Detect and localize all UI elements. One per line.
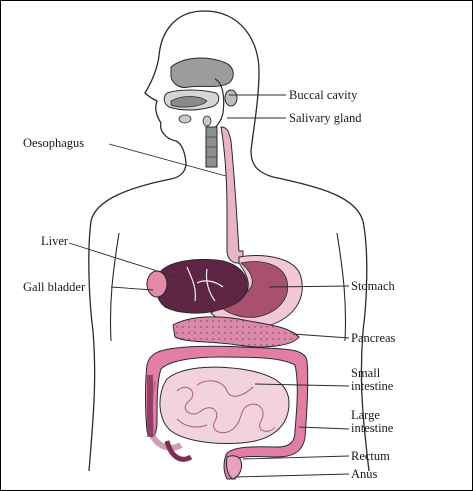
leader-gall-bladder [111, 287, 153, 290]
oesophagus-shape [221, 127, 243, 263]
label-rectum: Rectum [351, 450, 390, 463]
nasal-cavity [171, 58, 233, 87]
label-small-intestine: Small intestine [351, 367, 393, 393]
leader-pancreas [293, 334, 349, 338]
small-intestine-shape [160, 367, 289, 443]
leader-anus [235, 474, 349, 477]
label-stomach: Stomach [351, 280, 395, 293]
leader-liver [69, 243, 173, 276]
label-buccal-cavity: Buccal cavity [289, 89, 357, 102]
label-pancreas: Pancreas [351, 332, 395, 345]
label-gall-bladder: Gall bladder [23, 281, 85, 294]
leader-large-intestine [299, 427, 349, 429]
gall-bladder-shape [147, 271, 167, 297]
label-anus: Anus [351, 468, 377, 481]
label-salivary-gland: Salivary gland [289, 112, 362, 125]
label-large-intestine: Large intestine [351, 409, 393, 435]
label-oesophagus: Oesophagus [23, 137, 84, 150]
salivary-gland-shape [225, 90, 237, 106]
label-liver: Liver [41, 235, 68, 248]
